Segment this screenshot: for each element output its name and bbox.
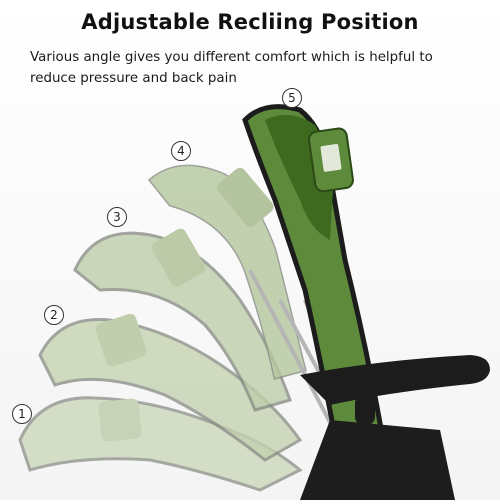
page-title: Adjustable Recliing Position	[81, 10, 419, 34]
position-label-4: 4	[177, 144, 185, 158]
position-label-5: 5	[288, 91, 296, 105]
position-label-2: 2	[50, 308, 58, 322]
armrest	[300, 355, 490, 500]
position-marker-4: 4	[171, 141, 191, 161]
position-label-3: 3	[113, 210, 121, 224]
position-marker-3: 3	[107, 207, 127, 227]
position-label-1: 1	[18, 407, 26, 421]
position-3-backrest	[73, 228, 292, 412]
position-2-backrest	[38, 313, 303, 462]
position-marker-2: 2	[44, 305, 64, 325]
position-marker-5: 5	[282, 88, 302, 108]
description-text: Various angle gives you different comfor…	[30, 50, 433, 86]
position-marker-1: 1	[12, 404, 32, 424]
